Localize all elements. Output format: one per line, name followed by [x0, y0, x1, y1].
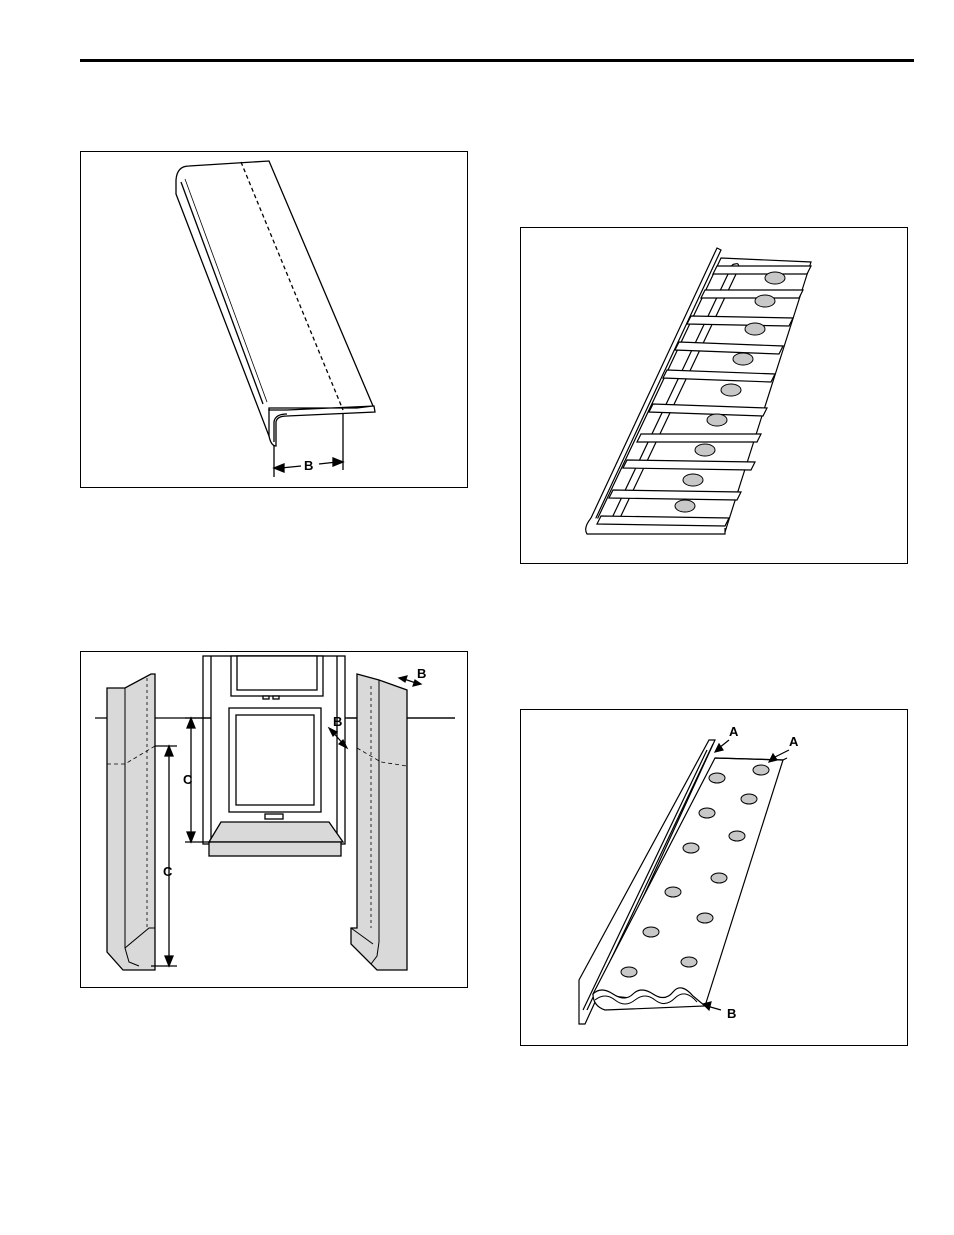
figure-pan-with-holes: A A B [520, 709, 908, 1046]
dimension-a-left-label: A [729, 724, 739, 739]
figure-pan-with-spacers [520, 227, 908, 564]
header-rule [80, 59, 914, 62]
pan-holes-illustration: A A B [521, 710, 909, 1047]
pan-spacers-illustration [521, 228, 909, 565]
dimension-c-long-label: C [163, 864, 173, 879]
jamb-flashing-illustration: C C B B [81, 652, 469, 989]
figure-jamb-flashings: C C B B [80, 651, 468, 988]
dimension-c-short-label: C [183, 772, 193, 787]
flashing-illustration: B [81, 152, 469, 489]
dimension-b-label: B [727, 1006, 736, 1021]
dimension-b-side-label: B [333, 714, 342, 729]
dimension-b-top-label: B [417, 666, 426, 681]
figure-flashing-piece: B [80, 151, 468, 488]
dimension-a-right-label: A [789, 734, 799, 749]
dimension-b-label: B [304, 458, 313, 473]
